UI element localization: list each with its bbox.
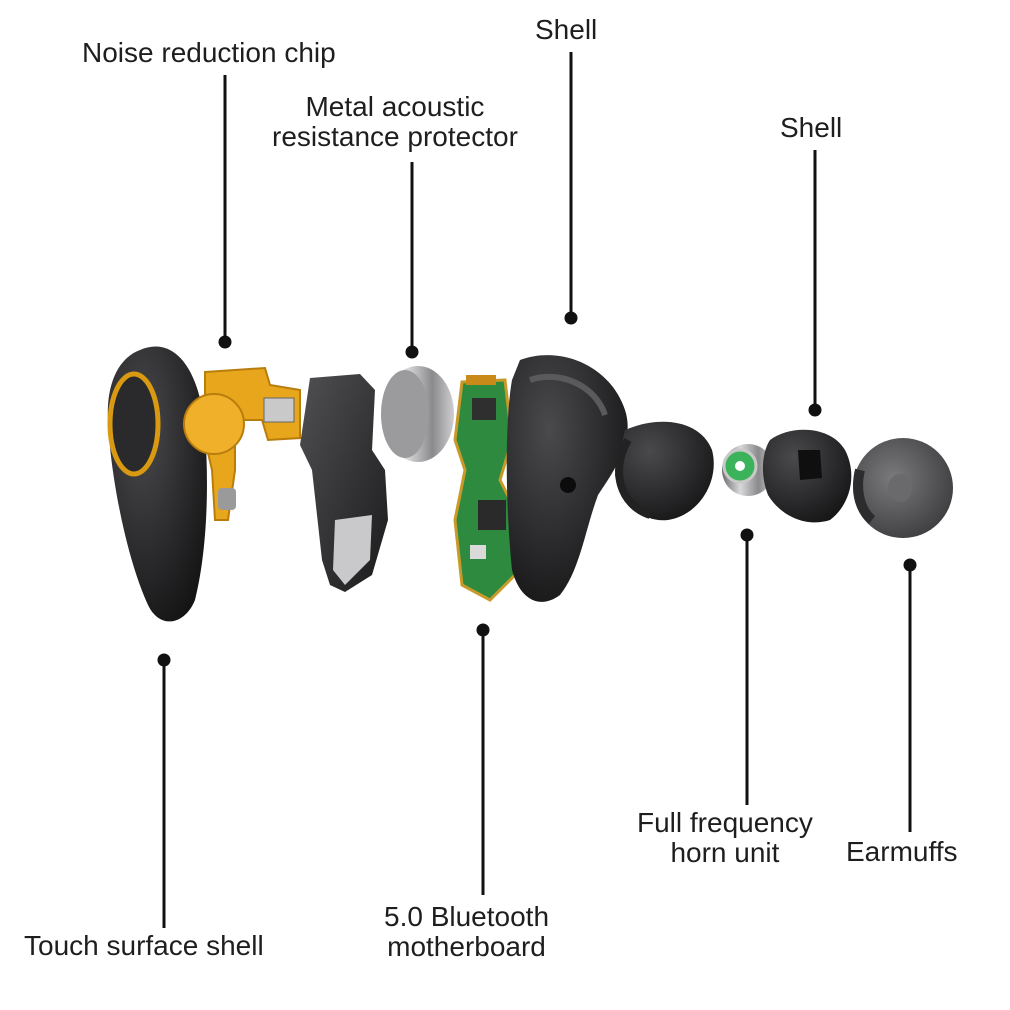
label-noise-reduction-chip: Noise reduction chip	[82, 37, 336, 68]
label-full-frequency-horn: Full frequency horn unit	[637, 807, 813, 868]
full-frequency-horn-part	[722, 444, 774, 496]
label-shell-top: Shell	[535, 14, 598, 45]
inner-frame-part	[300, 374, 388, 592]
label-touch-surface-shell: Touch surface shell	[24, 930, 264, 961]
label-bluetooth-motherboard: 5.0 Bluetooth motherboard	[384, 901, 550, 962]
label-shell-right: Shell	[780, 112, 843, 143]
label-metal-acoustic-protector: Metal acoustic resistance protector	[272, 91, 518, 152]
ear-tip-cup-part	[615, 421, 714, 521]
metal-acoustic-protector-part	[381, 366, 454, 462]
touch-surface-shell-part	[107, 346, 207, 622]
main-shell-part	[506, 355, 628, 602]
earmuffs-part	[853, 438, 953, 538]
right-shell-part	[762, 429, 852, 523]
leader-lines	[157, 52, 917, 928]
noise-reduction-chip-part	[183, 366, 301, 521]
bluetooth-motherboard-part	[453, 375, 522, 602]
label-earmuffs: Earmuffs	[846, 836, 958, 867]
